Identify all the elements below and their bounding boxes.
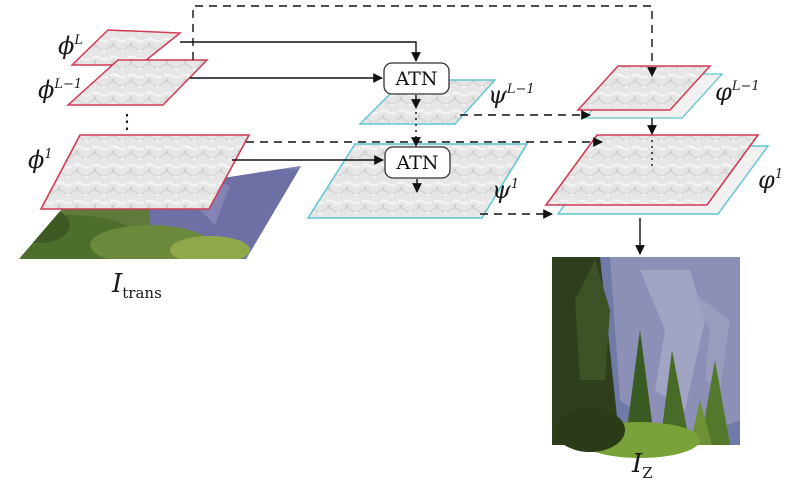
varphi-L-minus-1-plane — [576, 65, 712, 111]
svg-text:ATN: ATN — [396, 152, 439, 174]
phi-L-label: ϕL — [58, 32, 83, 60]
output-image — [552, 257, 740, 458]
atn-block-bottom: ATN — [384, 146, 451, 179]
phi-L-minus-1-plane — [66, 59, 209, 106]
psi-L-minus-1-label: ψL−1 — [488, 81, 535, 109]
phi-L-minus-1-label: ϕL−1 — [38, 76, 82, 104]
arrow-phiL1-to-varphiL1 — [192, 5, 657, 77]
left-stack-ellipsis: ⋮ — [117, 109, 137, 133]
arrow-phiL-to-atn — [180, 41, 421, 62]
atn-block-top: ATN — [383, 62, 450, 95]
psi-1-label: ψ1 — [492, 176, 519, 204]
phi-1-plane — [39, 134, 251, 210]
output-image-label: IZ — [631, 449, 653, 482]
varphi-1-label: φ1 — [758, 166, 783, 194]
phi-1-label: ϕ1 — [28, 146, 53, 174]
varphi-L-minus-1-label: φL−1 — [715, 78, 760, 106]
svg-text:ATN: ATN — [395, 68, 438, 90]
varphi-1-plane — [544, 134, 760, 206]
input-image-label: Itrans — [111, 269, 162, 302]
